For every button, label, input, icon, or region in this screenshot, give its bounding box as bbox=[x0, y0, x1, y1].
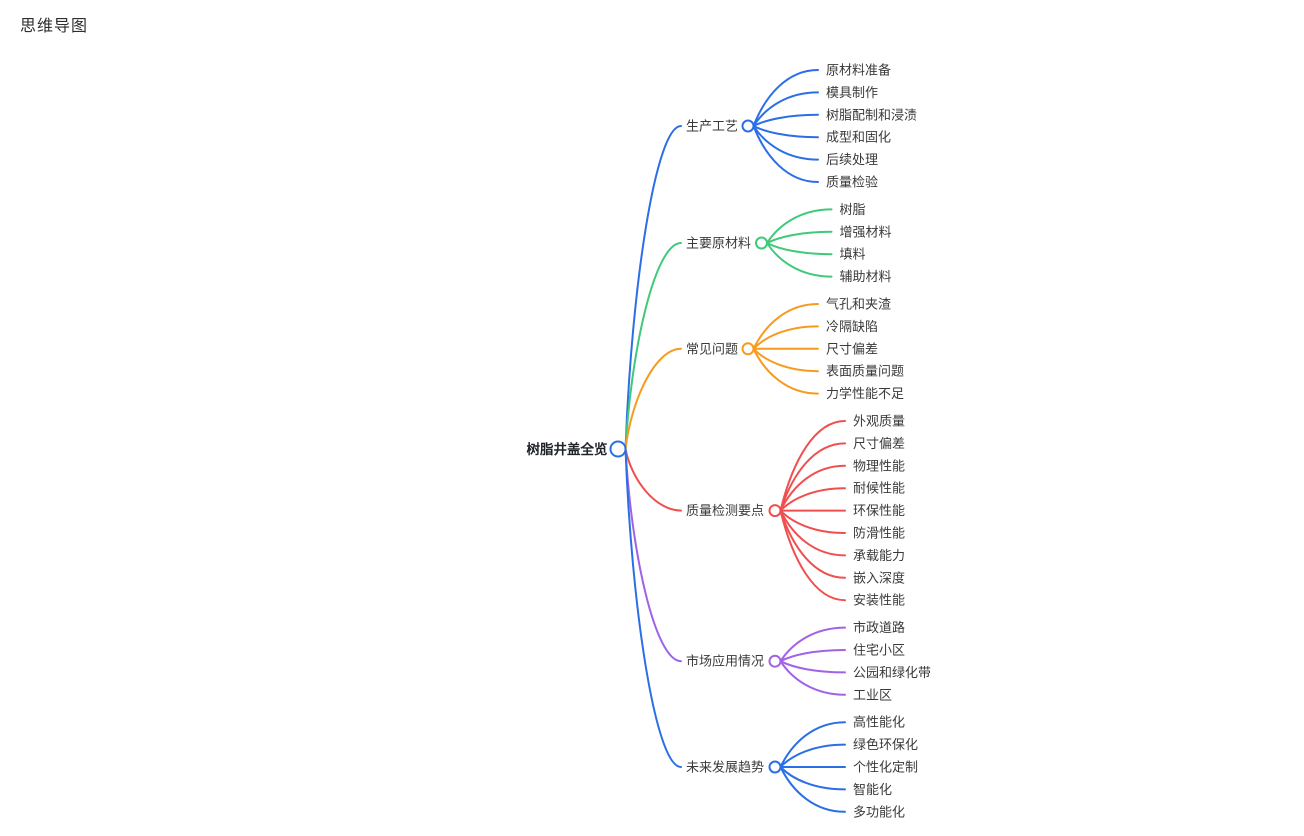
leaf-edge bbox=[779, 509, 846, 602]
leaf-node-label[interactable]: 外观质量 bbox=[853, 415, 905, 430]
leaf-edge bbox=[779, 464, 846, 512]
leaf-node-label[interactable]: 尺寸偏差 bbox=[853, 437, 905, 452]
leaf-node-label[interactable]: 模具制作 bbox=[826, 86, 878, 101]
leaf-edge bbox=[752, 69, 819, 127]
leaf-edge bbox=[752, 125, 819, 183]
branch-edge bbox=[624, 347, 682, 450]
leaf-node-label[interactable]: 成型和固化 bbox=[826, 131, 891, 146]
leaf-edge bbox=[752, 303, 819, 350]
leaf-node-label[interactable]: 公园和绿化带 bbox=[853, 666, 931, 681]
branch-edge bbox=[624, 242, 682, 450]
leaf-edge bbox=[779, 766, 846, 813]
root-node-label[interactable]: 树脂井盖全览 bbox=[527, 441, 608, 458]
leaf-edge bbox=[752, 347, 819, 373]
leaf-edge bbox=[752, 347, 819, 395]
leaf-node-label[interactable]: 耐候性能 bbox=[853, 482, 905, 497]
leaf-node-label[interactable]: 工业区 bbox=[853, 688, 892, 703]
leaf-node-label[interactable]: 尺寸偏差 bbox=[826, 342, 878, 357]
branch-node-label[interactable]: 常见问题 bbox=[686, 342, 738, 357]
leaf-edge bbox=[766, 242, 833, 256]
leaf-edge bbox=[752, 125, 819, 161]
branch-node-circle[interactable] bbox=[768, 654, 782, 668]
branch-node-circle[interactable] bbox=[768, 760, 782, 774]
leaf-edge bbox=[779, 509, 846, 557]
leaf-edge bbox=[779, 649, 846, 663]
leaf-edge bbox=[779, 509, 846, 579]
leaf-node-label[interactable]: 增强材料 bbox=[840, 225, 892, 240]
leaf-edge bbox=[779, 442, 846, 512]
root-node-circle[interactable] bbox=[609, 440, 627, 458]
page-title: 思维导图 bbox=[20, 16, 89, 35]
leaf-node-label[interactable]: 承载能力 bbox=[853, 549, 905, 564]
leaf-node-label[interactable]: 辅助材料 bbox=[840, 270, 892, 285]
leaf-edge bbox=[779, 743, 846, 768]
leaf-edge bbox=[779, 420, 846, 512]
leaf-node-label[interactable]: 气孔和夹渣 bbox=[826, 297, 891, 313]
leaf-node-label[interactable]: 嵌入深度 bbox=[853, 570, 905, 586]
branch-node-label[interactable]: 未来发展趋势 bbox=[686, 760, 764, 776]
leaf-node-label[interactable]: 住宅小区 bbox=[853, 644, 905, 659]
branch-edge bbox=[624, 125, 682, 450]
leaf-node-label[interactable]: 后续处理 bbox=[826, 153, 878, 168]
leaf-edge bbox=[766, 208, 833, 244]
leaf-edge bbox=[766, 242, 833, 278]
leaf-node-label[interactable]: 防滑性能 bbox=[853, 526, 905, 542]
branch-node-circle[interactable] bbox=[741, 342, 755, 356]
leaf-node-label[interactable]: 智能化 bbox=[853, 783, 892, 798]
leaf-node-label[interactable]: 多功能化 bbox=[853, 804, 905, 820]
leaf-edge bbox=[752, 325, 819, 350]
branch-edge bbox=[624, 448, 682, 768]
leaf-node-label[interactable]: 高性能化 bbox=[853, 715, 905, 731]
branch-node-label[interactable]: 市场应用情况 bbox=[686, 654, 764, 670]
leaf-edge bbox=[752, 125, 819, 139]
branch-node-circle[interactable] bbox=[741, 119, 755, 133]
leaf-edge bbox=[779, 766, 846, 791]
leaf-node-label[interactable]: 填料 bbox=[840, 248, 866, 263]
leaf-edge bbox=[779, 660, 846, 696]
leaf-edge bbox=[752, 113, 819, 127]
leaf-node-label[interactable]: 表面质量问题 bbox=[826, 365, 904, 380]
branch-node-label[interactable]: 生产工艺 bbox=[686, 120, 738, 135]
leaf-edge bbox=[766, 230, 833, 244]
leaf-edge bbox=[779, 660, 846, 674]
leaf-node-label[interactable]: 力学性能不足 bbox=[826, 386, 904, 402]
leaf-edge bbox=[779, 487, 846, 512]
leaf-edge bbox=[752, 91, 819, 127]
branch-edge bbox=[624, 448, 682, 512]
leaf-node-label[interactable]: 环保性能 bbox=[853, 504, 905, 519]
leaf-node-label[interactable]: 个性化定制 bbox=[853, 761, 918, 776]
leaf-node-label[interactable]: 原材料准备 bbox=[826, 63, 891, 79]
leaf-node-label[interactable]: 冷隔缺陷 bbox=[826, 320, 878, 335]
leaf-node-label[interactable]: 质量检验 bbox=[826, 175, 878, 191]
branch-node-circle[interactable] bbox=[755, 236, 768, 250]
leaf-node-label[interactable]: 物理性能 bbox=[853, 459, 905, 474]
leaf-node-label[interactable]: 树脂 bbox=[840, 203, 866, 218]
leaf-edge bbox=[779, 626, 846, 663]
branch-node-label[interactable]: 质量检测要点 bbox=[686, 504, 764, 519]
leaf-edge bbox=[779, 721, 846, 768]
branch-node-label[interactable]: 主要原材料 bbox=[686, 237, 751, 252]
branch-node-circle[interactable] bbox=[768, 504, 782, 518]
leaf-node-label[interactable]: 市政道路 bbox=[853, 620, 905, 636]
leaf-edge bbox=[779, 509, 846, 534]
branch-edge bbox=[624, 448, 682, 663]
leaf-node-label[interactable]: 树脂配制和浸渍 bbox=[826, 108, 917, 123]
leaf-node-label[interactable]: 安装性能 bbox=[853, 594, 905, 609]
leaf-node-label[interactable]: 绿色环保化 bbox=[853, 737, 918, 753]
